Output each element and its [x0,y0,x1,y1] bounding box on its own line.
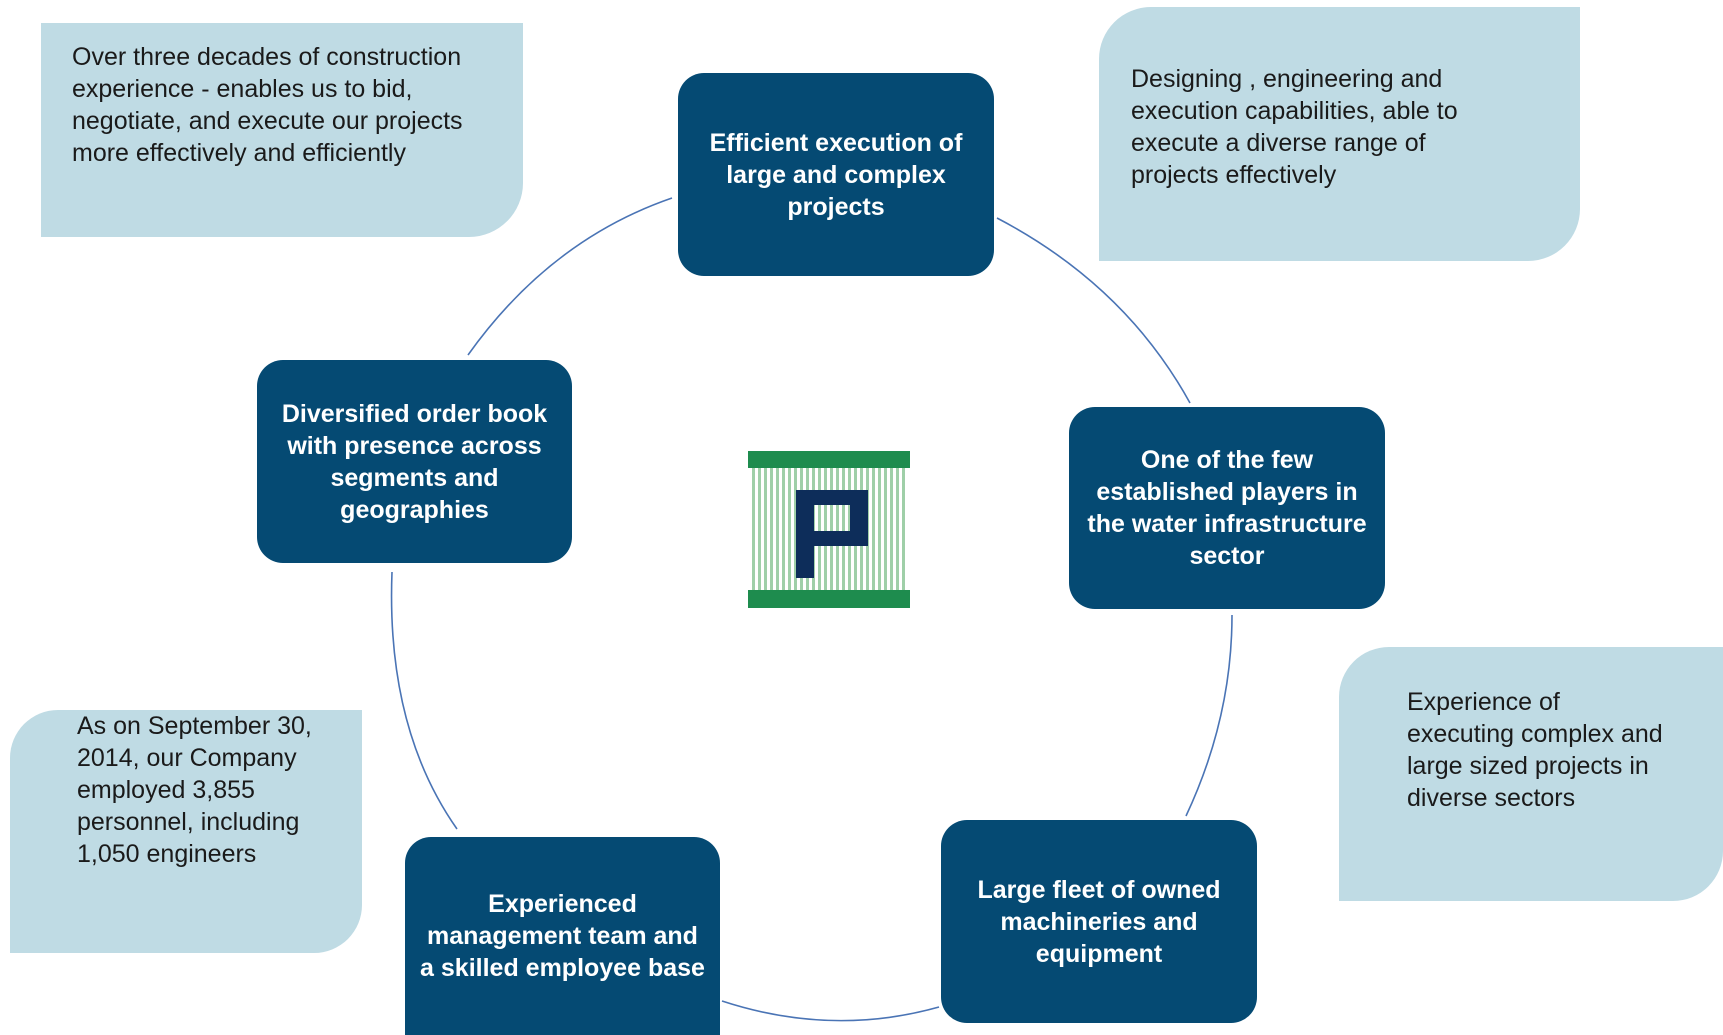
logo-stripe [782,468,785,590]
company-logo [748,451,910,608]
note-construction-experience-text: Over three decades of construction exper… [72,43,463,167]
note-design-engineering: Designing , engineering and execution ca… [1099,7,1580,261]
logo-stripe [878,468,881,590]
logo-stripe [794,468,797,590]
logo-stripe [830,468,833,590]
node-efficient-execution: Efficient execution of large and complex… [678,73,994,276]
logo-stripe [872,468,875,590]
logo-bottom-bar [748,590,910,608]
logo-stripe [824,468,827,590]
node-water-infrastructure-label: One of the few established players in th… [1087,446,1367,570]
logo-stripe [788,468,791,590]
logo-stripe [818,468,821,590]
logo-top-bar [748,451,910,468]
logo-stripe [902,468,905,590]
logo-stripe-bg [750,468,906,590]
node-water-infrastructure: One of the few established players in th… [1069,407,1385,609]
node-experienced-management: Experienced management team and a skille… [405,837,720,1035]
node-large-fleet: Large fleet of owned machineries and equ… [941,820,1257,1023]
connector-left-to-top [467,197,673,356]
logo-stripe [776,468,779,590]
note-complex-projects-text: Experience of executing complex and larg… [1407,688,1663,812]
connector-bottom-left-to-left [390,571,458,830]
note-personnel: As on September 30, 2014, our Company em… [10,710,362,953]
note-design-engineering-text: Designing , engineering and execution ca… [1131,65,1458,189]
logo-stripe [842,468,845,590]
connector-bottom-right-to-bottom-left [721,1000,940,1022]
node-diversified-order-book-label: Diversified order book with presence acr… [281,399,548,524]
logo-stripe [896,468,899,590]
node-diversified-order-book: Diversified order book with presence acr… [257,360,572,563]
logo-stripe [764,468,767,590]
node-experienced-management-label: Experienced management team and a skille… [420,890,705,982]
node-large-fleet-label: Large fleet of owned machineries and equ… [977,875,1221,968]
logo-stripe [836,468,839,590]
connector-right-to-bottom-right [1185,614,1233,817]
logo-stripe [752,468,755,590]
note-personnel-text: As on September 30, 2014, our Company em… [77,712,312,868]
note-complex-projects: Experience of executing complex and larg… [1339,647,1723,901]
logo-stripe [884,468,887,590]
connector-top-to-right [996,217,1191,404]
logo-stripe [848,468,851,590]
logo-stripe [770,468,773,590]
logo-stripe [890,468,893,590]
logo-stripe [758,468,761,590]
logo-letter-p [796,490,868,578]
note-construction-experience: Over three decades of construction exper… [41,23,523,237]
node-efficient-execution-label: Efficient execution of large and complex… [709,128,963,221]
